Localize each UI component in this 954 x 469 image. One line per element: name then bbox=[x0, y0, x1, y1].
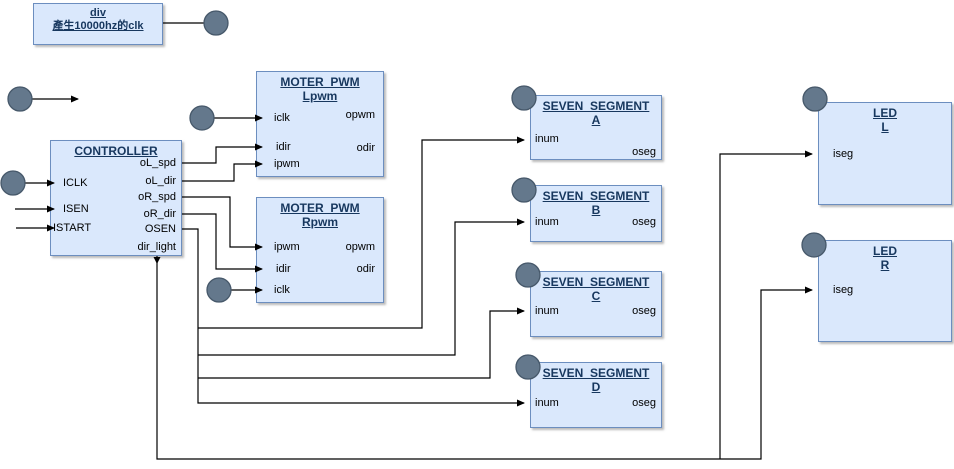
port-seg-c-oseg: oseg bbox=[632, 305, 656, 317]
block-seven-segment-b[interactable]: SEVEN_SEGMENT B inum oseg bbox=[530, 185, 662, 242]
block-led-l[interactable]: LED L iseg bbox=[818, 102, 952, 205]
port-rpwm-ipwm: ipwm bbox=[274, 241, 300, 253]
port-lpwm-iclk: iclk bbox=[274, 112, 290, 124]
block-seg-d-subtitle: D bbox=[591, 380, 601, 394]
block-pwm-l-subtitle: Lpwm bbox=[302, 89, 338, 103]
port-or-spd: oR_spd bbox=[138, 191, 176, 203]
port-seg-a-oseg: oseg bbox=[632, 146, 656, 158]
block-seg-a-title: SEVEN_SEGMENT bbox=[542, 99, 650, 113]
port-seg-b-inum: inum bbox=[535, 216, 559, 228]
wire-olspd-to-lpwm-idir[interactable] bbox=[182, 143, 263, 164]
wire-dirlight-to-led-l[interactable] bbox=[719, 150, 813, 459]
block-moter-pwm-rpwm[interactable]: MOTER_PWM Rpwm ipwm idir iclk opwm odir bbox=[256, 197, 384, 303]
block-led-r-title: LED bbox=[873, 244, 897, 258]
connector-dot-lpwm-iclk[interactable] bbox=[189, 105, 215, 131]
block-seven-segment-c[interactable]: SEVEN_SEGMENT C inum oseg bbox=[530, 271, 662, 337]
port-seg-a-inum: inum bbox=[535, 133, 559, 145]
wire-osen-to-seg-c[interactable] bbox=[198, 307, 525, 379]
block-led-r[interactable]: LED R iseg bbox=[818, 240, 952, 342]
block-led-r-subtitle: R bbox=[880, 258, 890, 272]
block-seg-b-title: SEVEN_SEGMENT bbox=[542, 189, 650, 203]
block-seven-segment-d[interactable]: SEVEN_SEGMENT D inum oseg bbox=[530, 362, 662, 428]
dirlight-down-arrowhead bbox=[153, 257, 161, 264]
block-moter-pwm-lpwm[interactable]: MOTER_PWM Lpwm iclk idir ipwm opwm odir bbox=[256, 71, 384, 177]
port-led-r-iseg: iseg bbox=[833, 284, 854, 296]
port-istart: ISTART bbox=[53, 222, 92, 234]
port-rpwm-odir: odir bbox=[356, 263, 375, 275]
port-ol-spd: oL_spd bbox=[139, 157, 176, 169]
block-seg-c-title: SEVEN_SEGMENT bbox=[542, 275, 650, 289]
port-lpwm-opwm: opwm bbox=[345, 109, 375, 121]
port-led-l-iseg: iseg bbox=[833, 148, 854, 160]
port-ol-dir: oL_dir bbox=[145, 175, 176, 187]
port-rpwm-idir: idir bbox=[276, 263, 291, 275]
port-seg-d-oseg: oseg bbox=[632, 397, 656, 409]
wire-ordir-to-rpwm-idir[interactable] bbox=[182, 213, 263, 273]
connector-dot-clk-stub[interactable] bbox=[7, 86, 33, 112]
port-osen: OSEN bbox=[144, 223, 176, 235]
block-div-subtitle: 產生10000hz的clk bbox=[52, 20, 144, 32]
port-rpwm-opwm: opwm bbox=[345, 241, 375, 253]
block-led-l-title: LED bbox=[873, 106, 897, 120]
block-div-title: div bbox=[90, 7, 106, 19]
port-isen: ISEN bbox=[63, 203, 89, 215]
port-dir-light: dir_light bbox=[137, 241, 176, 253]
block-div[interactable]: div 產生10000hz的clk bbox=[33, 3, 163, 45]
port-rpwm-iclk: iclk bbox=[274, 284, 290, 296]
port-iclk: ICLK bbox=[63, 177, 88, 189]
block-pwm-l-title: MOTER_PWM bbox=[280, 75, 360, 89]
port-or-dir: oR_dir bbox=[143, 208, 176, 220]
block-seg-b-subtitle: B bbox=[591, 203, 601, 217]
connector-dot-rpwm-iclk[interactable] bbox=[206, 277, 232, 303]
block-controller[interactable]: CONTROLLER ICLK ISEN ISTART oL_spd oL_di… bbox=[50, 140, 182, 256]
port-seg-c-inum: inum bbox=[535, 305, 559, 317]
port-seg-b-oseg: oseg bbox=[632, 216, 656, 228]
block-led-l-subtitle: L bbox=[881, 120, 889, 134]
block-seg-d-title: SEVEN_SEGMENT bbox=[542, 366, 650, 380]
connector-dot-iclk[interactable] bbox=[0, 170, 26, 196]
connector-dot-div-out[interactable] bbox=[203, 10, 229, 36]
block-seg-c-subtitle: C bbox=[591, 289, 601, 303]
block-seg-a-subtitle: A bbox=[591, 113, 601, 127]
wire-oldir-to-lpwm-ipwm[interactable] bbox=[182, 160, 263, 182]
block-pwm-r-subtitle: Rpwm bbox=[302, 215, 338, 229]
port-lpwm-ipwm: ipwm bbox=[274, 158, 300, 170]
port-seg-d-inum: inum bbox=[535, 397, 559, 409]
block-controller-title: CONTROLLER bbox=[74, 144, 158, 158]
port-lpwm-odir: odir bbox=[356, 142, 375, 154]
block-pwm-r-title: MOTER_PWM bbox=[280, 201, 360, 215]
wire-orspd-to-rpwm-ipwm[interactable] bbox=[182, 196, 263, 251]
port-lpwm-idir: idir bbox=[276, 141, 291, 153]
block-seven-segment-a[interactable]: SEVEN_SEGMENT A inum oseg bbox=[530, 95, 662, 160]
